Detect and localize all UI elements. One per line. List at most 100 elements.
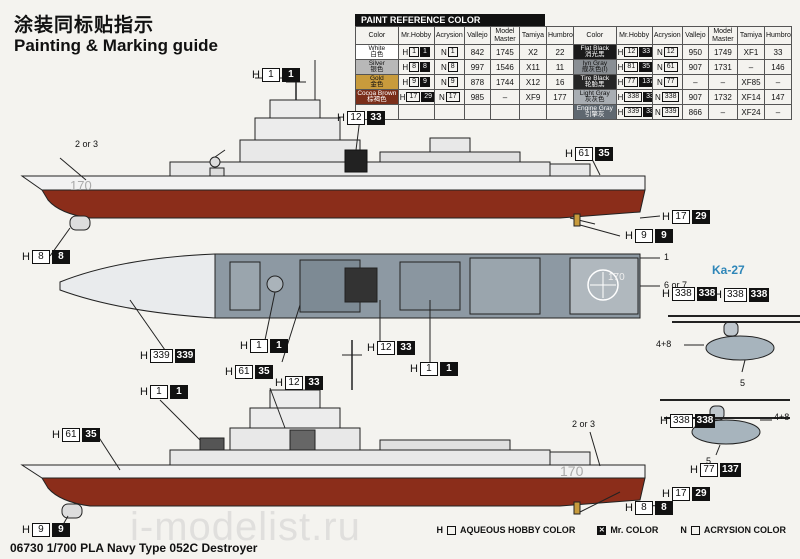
vallejo-code: 878 <box>463 74 491 90</box>
decal-label-1: 1 <box>664 252 670 262</box>
humbrol-code: 16 <box>545 74 574 90</box>
title-chinese: 涂装同标贴指示 <box>14 14 155 36</box>
modelmaster-code: – <box>489 89 521 105</box>
hull-number-top-text: 170 <box>70 178 92 193</box>
modelmaster-code: – <box>707 104 738 120</box>
humbrol-code: 22 <box>545 44 574 60</box>
tamiya-code: X2 <box>519 44 547 60</box>
paint-table-title: PAINT REFERENCE COLOR <box>355 14 545 26</box>
modelmaster-code: – <box>707 74 738 90</box>
helicopter-top <box>668 315 800 373</box>
vallejo-code: 907 <box>681 59 709 75</box>
humbrol-code: – <box>763 74 793 90</box>
humbrol-code: 146 <box>763 59 793 75</box>
modelmaster-code: 1731 <box>707 59 738 75</box>
paint-row: Engine Gray引擎灰H339339N339866–XF24– <box>355 104 793 120</box>
modelmaster-code: 1732 <box>707 89 738 105</box>
decal-label-2or3-bottom: 2 or 3 <box>572 419 596 429</box>
tamiya-code: X12 <box>519 74 547 90</box>
tamiya-code: XF24 <box>736 104 765 120</box>
hull-number-deck: 170 <box>608 272 625 283</box>
vallejo-code: 950 <box>681 44 709 60</box>
decal-label-6or7: 6 or 7 <box>664 280 688 290</box>
footer-model-code: 06730 1/700 PLA Navy Type 052C Destroyer <box>10 541 258 555</box>
watermark: i-modelist.ru <box>130 505 361 549</box>
vallejo-code: 997 <box>463 59 491 75</box>
heli-label-5-top: 5 <box>740 378 746 388</box>
vallejo-code: – <box>681 74 709 90</box>
tamiya-code: X11 <box>519 59 547 75</box>
paint-table-grid: Color Mr.Hobby Acrysion Vallejo Model Ma… <box>355 26 793 120</box>
tamiya-code: XF1 <box>736 44 765 60</box>
helicopter-type-label: Ka-27 <box>712 263 745 277</box>
vallejo-code: 866 <box>681 104 709 120</box>
tamiya-code: – <box>736 59 765 75</box>
paint-reference-table: PAINT REFERENCE COLOR Color Mr.Hobby Acr… <box>355 14 793 120</box>
humbrol-code: – <box>763 104 793 120</box>
heli-label-48-top: 4+8 <box>656 339 672 349</box>
hull-number-bottom: 170 <box>560 463 584 479</box>
modelmaster-code: 1744 <box>489 74 521 90</box>
vallejo-code: 842 <box>463 44 491 60</box>
modelmaster-code: 1546 <box>489 59 521 75</box>
tamiya-code: XF14 <box>736 89 765 105</box>
humbrol-code: 147 <box>763 89 793 105</box>
title-english: Painting & Marking guide <box>14 36 219 55</box>
vallejo-code: 985 <box>463 89 491 105</box>
modelmaster-code: 1745 <box>489 44 521 60</box>
plan-view <box>59 253 660 363</box>
decal-label-2or3-top: 2 or 3 <box>75 139 99 149</box>
humbrol-code: 11 <box>545 59 574 75</box>
legend-mr-color: ✕Mr. COLOR <box>597 525 659 535</box>
tamiya-code: XF9 <box>519 89 547 105</box>
vallejo-code: 907 <box>681 89 709 105</box>
